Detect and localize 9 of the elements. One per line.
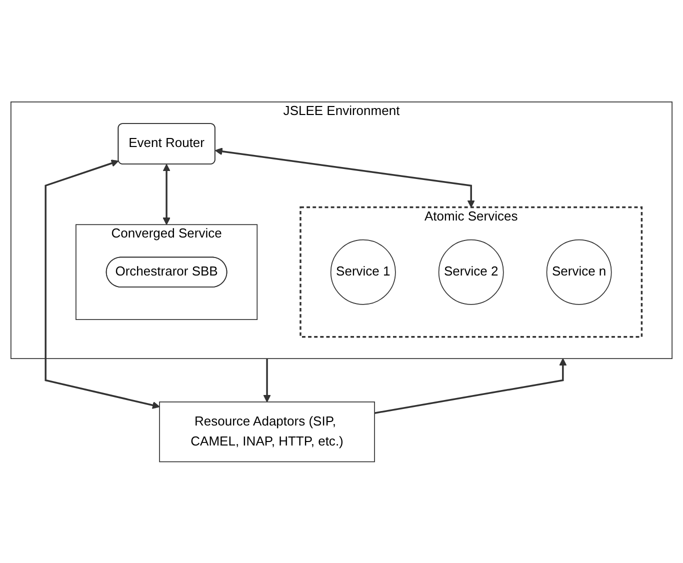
arrow: [44, 159, 160, 409]
arrow: [263, 358, 271, 402]
node-circle: Service 1: [330, 239, 396, 304]
arrow: [214, 147, 475, 208]
arrow: [374, 358, 567, 414]
arrow: [162, 164, 170, 225]
node-circle: Service 2: [438, 239, 504, 304]
node-circle: Service n: [546, 239, 612, 304]
node-box: Resource Adaptors (SIP, CAMEL, INAP, HTTP, etc.): [159, 401, 375, 462]
